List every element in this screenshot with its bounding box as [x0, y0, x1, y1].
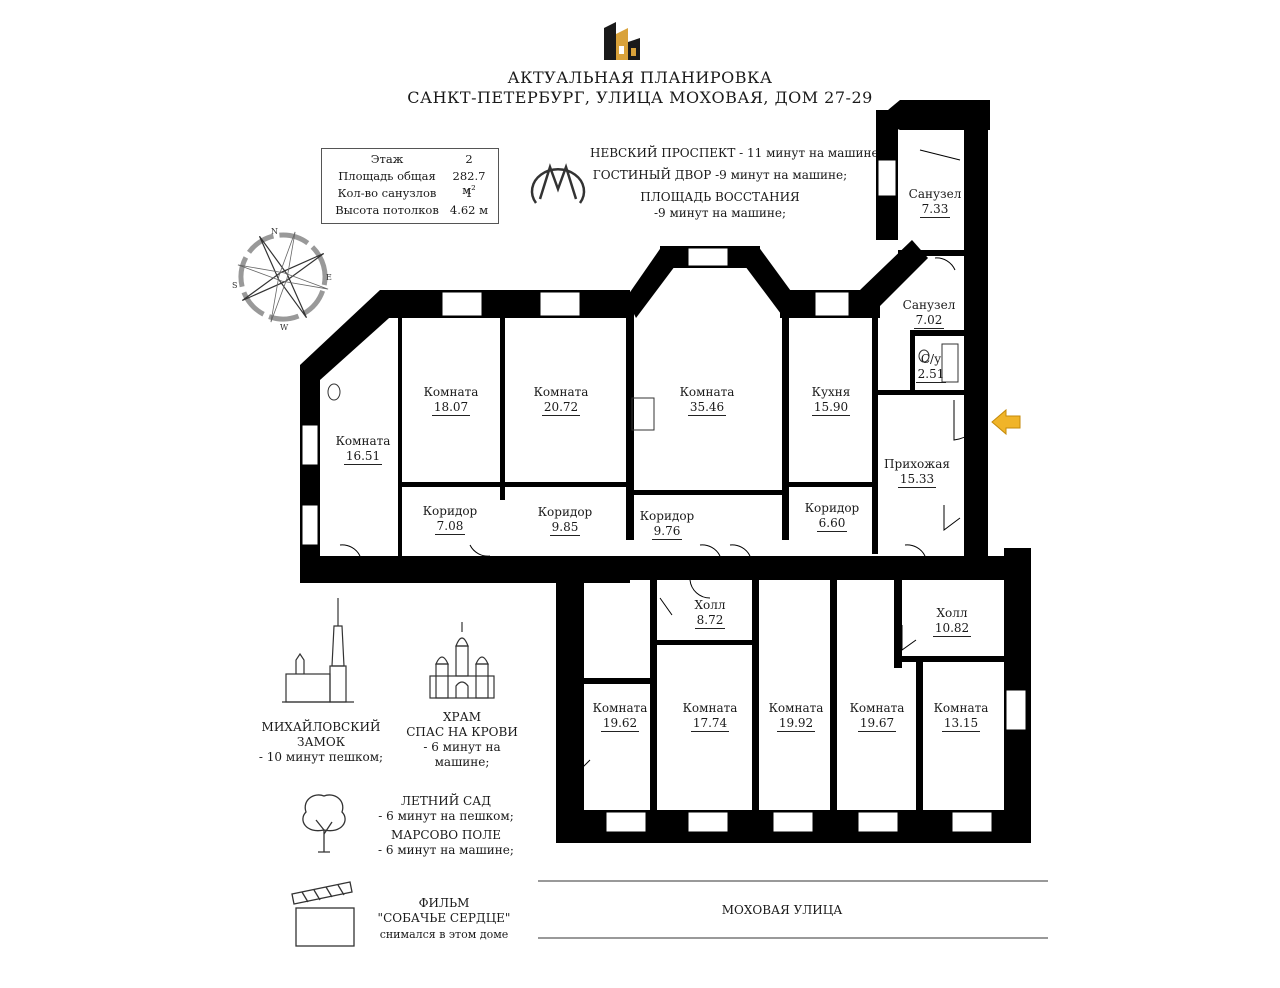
compass-w: W	[280, 323, 289, 332]
info-row-floor: Этаж 2	[322, 152, 498, 169]
church-icon	[426, 620, 498, 702]
castle-text-2: ЗАМОК	[297, 735, 345, 749]
info-row-area: Площадь общая 282.7 м²	[322, 169, 498, 197]
height-value: 4.62 м	[449, 203, 489, 217]
garden-text-3: МАРСОВО ПОЛЕ	[390, 828, 501, 842]
compass-s: S	[232, 281, 237, 290]
floor-value: 2	[465, 152, 473, 166]
church-text-1: ХРАМ	[443, 710, 481, 724]
compass-e: E	[326, 273, 332, 282]
compass-n: N	[271, 227, 278, 236]
film-text-1: ФИЛЬМ	[418, 896, 470, 910]
church-text-2: СПАС НА КРОВИ	[406, 725, 518, 739]
metro-line1: НЕВСКИЙ ПРОСПЕКТ - 11 минут на машине;	[590, 146, 883, 160]
garden-text-2: - 6 минут на пешком;	[378, 809, 514, 823]
clapperboard-icon	[288, 880, 358, 950]
baths-value: 1	[465, 186, 473, 200]
info-row-height: Высота потолков 4.62 м	[322, 203, 498, 220]
metro-line3: ПЛОЩАДЬ ВОССТАНИЯ	[640, 190, 800, 204]
metro-icon	[526, 155, 590, 207]
tree-icon	[296, 790, 352, 856]
floor-label: Этаж	[370, 152, 404, 166]
castle-text-3: - 10 минут пешком;	[258, 750, 384, 764]
info-table: Этаж 2 Площадь общая 282.7 м² Кол-во сан…	[321, 148, 499, 224]
area-value: 282.7 м²	[452, 169, 486, 197]
compass-icon: N E S W	[228, 222, 338, 332]
garden-text-1: ЛЕТНИЙ САД	[400, 794, 491, 808]
metro-line4: -9 минут на машине;	[653, 206, 787, 220]
metro-line2: ГОСТИНЫЙ ДВОР -9 минут на машине;	[592, 168, 848, 182]
church-text-3: - 6 минут на машине;	[423, 740, 501, 769]
castle-icon	[282, 596, 354, 706]
page-title-line2: САНКТ-ПЕТЕРБУРГ, УЛИЦА МОХОВАЯ, ДОМ 27-2…	[407, 88, 873, 107]
baths-label: Кол-во санузлов	[337, 186, 437, 200]
logo-icon	[602, 20, 642, 62]
height-label: Высота потолков	[335, 203, 439, 217]
film-text-3: снимался в этом доме	[379, 928, 509, 941]
garden-text-4: - 6 минут на машине;	[378, 843, 514, 857]
page-title-line1: АКТУАЛЬНАЯ ПЛАНИРОВКА	[507, 68, 773, 87]
info-row-baths: Кол-во санузлов 1	[322, 186, 498, 203]
castle-text-1: МИХАЙЛОВСКИЙ	[261, 720, 381, 734]
area-label: Площадь общая	[338, 169, 436, 183]
street-name: МОХОВАЯ УЛИЦА	[721, 903, 843, 917]
film-text-2: "СОБАЧЬЕ СЕРДЦЕ"	[377, 911, 511, 925]
